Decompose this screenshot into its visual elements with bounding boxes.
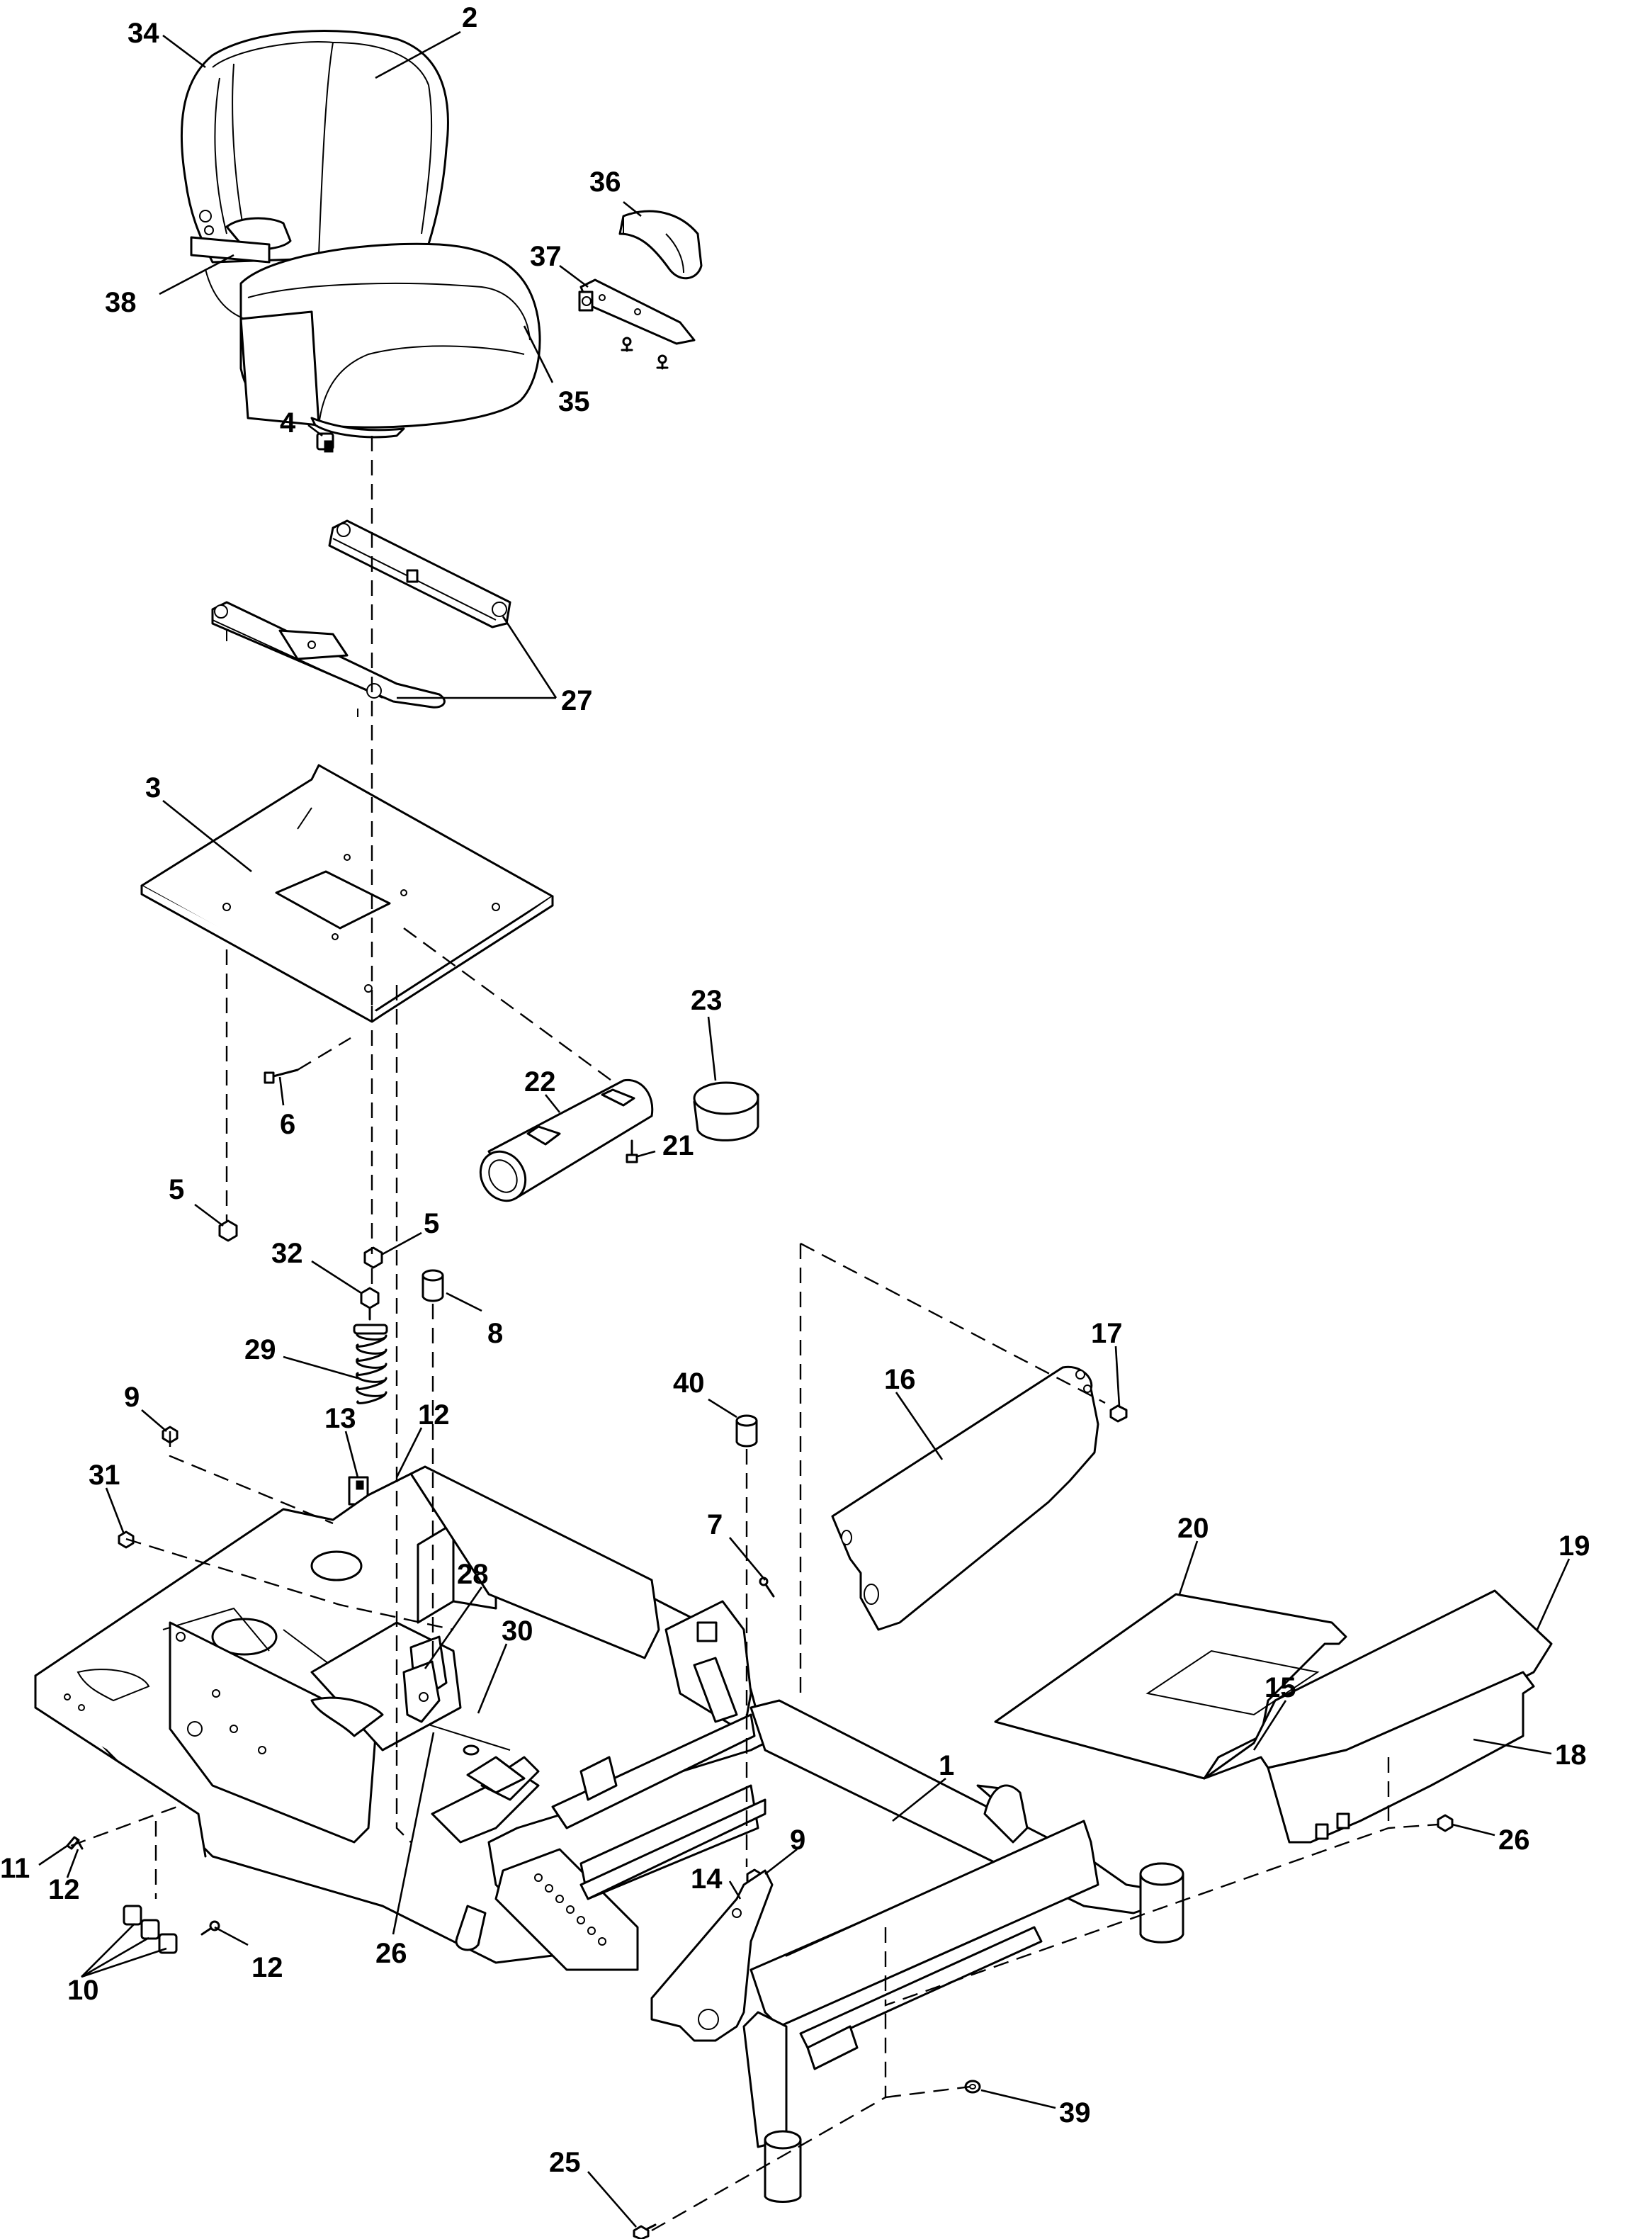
storage-tube — [264, 1068, 759, 1202]
callout-32: 32 — [271, 1238, 303, 1269]
callout-13: 13 — [324, 1403, 356, 1434]
callout-36: 36 — [589, 167, 621, 198]
callout-15: 15 — [1265, 1672, 1296, 1703]
callout-23: 23 — [691, 985, 723, 1016]
callout-28: 28 — [457, 1559, 489, 1590]
callout-18: 18 — [1555, 1739, 1587, 1771]
callout-39: 39 — [1059, 2097, 1091, 2128]
callout-22: 22 — [524, 1066, 556, 1098]
callout-labels: 34 2 38 35 4 36 37 27 3 6 21 22 23 5 5 3… — [0, 2, 1590, 2178]
callout-2: 2 — [462, 2, 477, 33]
callout-6: 6 — [280, 1109, 295, 1140]
callout-17: 17 — [1091, 1318, 1123, 1349]
leader-lines — [38, 30, 1571, 2228]
callout-8: 8 — [487, 1318, 503, 1349]
callout-19: 19 — [1558, 1530, 1590, 1562]
callout-29: 29 — [244, 1334, 276, 1365]
callout-12c: 12 — [251, 1952, 283, 1983]
callout-14: 14 — [691, 1863, 723, 1895]
callout-26a: 26 — [1498, 1825, 1530, 1856]
callout-10: 10 — [67, 1975, 99, 2006]
seat-pan — [140, 764, 554, 1023]
callout-25: 25 — [549, 2147, 581, 2178]
callout-9b: 9 — [790, 1825, 805, 1856]
callout-35: 35 — [558, 386, 590, 417]
seat-assembly — [180, 30, 541, 453]
callout-4: 4 — [280, 407, 296, 439]
callout-27: 27 — [561, 685, 593, 716]
callout-26b: 26 — [375, 1938, 407, 1969]
callout-5b: 5 — [424, 1208, 439, 1239]
callout-31: 31 — [89, 1460, 120, 1491]
callout-12b: 12 — [48, 1874, 80, 1905]
callout-20: 20 — [1177, 1513, 1209, 1544]
callout-37: 37 — [530, 241, 562, 272]
callout-7: 7 — [707, 1509, 723, 1540]
callout-38: 38 — [105, 287, 137, 318]
alignment-lines — [70, 436, 1439, 2232]
side-panel — [831, 1365, 1099, 1631]
main-frame — [34, 1465, 1184, 2203]
callout-30: 30 — [502, 1615, 533, 1647]
callout-16: 16 — [884, 1364, 916, 1395]
callout-3: 3 — [145, 772, 161, 803]
callout-5a: 5 — [169, 1174, 184, 1205]
floor-pan — [994, 1589, 1553, 1844]
armrest-assembly — [578, 210, 703, 370]
callout-12a: 12 — [418, 1399, 450, 1431]
callout-21: 21 — [662, 1130, 694, 1161]
callout-34: 34 — [128, 18, 159, 49]
callout-40: 40 — [673, 1367, 705, 1399]
callout-1: 1 — [939, 1750, 954, 1781]
seat-slide-rails — [211, 519, 511, 717]
callout-11: 11 — [0, 1853, 30, 1884]
callout-9a: 9 — [124, 1382, 140, 1413]
